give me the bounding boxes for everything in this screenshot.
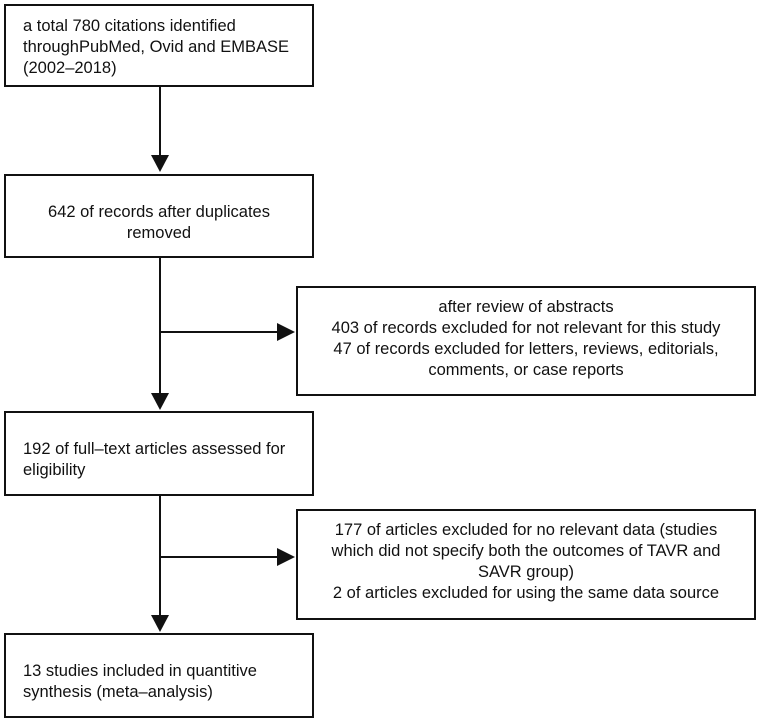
included-line-1: 13 studies included in quantitive (23, 662, 257, 680)
arrow-branch-to-fulltext-exclusions (160, 548, 295, 566)
fulltext-exclusions-line-4: 2 of articles excluded for using the sam… (332, 584, 720, 602)
identified-records-box: a total 780 citations identified through… (4, 4, 314, 87)
identified-line-3: (2002–2018) (23, 59, 117, 77)
identified-line-1: a total 780 citations identified (23, 17, 236, 35)
abstract-exclusions-line-1: after review of abstracts (438, 298, 614, 316)
assessed-line-2: eligibility (23, 461, 86, 479)
arrow-deduplicated-to-assessed (151, 258, 169, 410)
arrow-branch-to-abstract-exclusions (160, 323, 295, 341)
identified-line-2: throughPubMed, Ovid and EMBASE (23, 38, 289, 56)
fulltext-assessed-box: 192 of full–text articles assessed for e… (4, 411, 314, 496)
arrow-identified-to-deduplicated (151, 87, 169, 172)
abstract-exclusions-line-2: 403 of records excluded for not relevant… (331, 319, 721, 337)
abstract-exclusions-line-4: comments, or case reports (428, 361, 624, 379)
fulltext-exclusions-line-2: which did not specify both the outcomes … (331, 542, 721, 560)
arrow-assessed-to-included (151, 496, 169, 632)
deduplicated-line-2: removed (126, 224, 192, 242)
deduplicated-line-1: 642 of records after duplicates (48, 203, 270, 221)
fulltext-exclusions-box: 177 of articles excluded for no relevant… (296, 509, 756, 620)
fulltext-exclusions-line-3: SAVR group) (478, 563, 574, 581)
abstract-exclusions-box: after review of abstracts 403 of records… (296, 286, 756, 396)
abstract-exclusions-line-3: 47 of records excluded for letters, revi… (333, 340, 719, 358)
fulltext-exclusions-line-1: 177 of articles excluded for no relevant… (334, 521, 718, 539)
deduplicated-records-box: 642 of records after duplicates removed (4, 174, 314, 258)
included-studies-box: 13 studies included in quantitive synthe… (4, 633, 314, 718)
assessed-line-1: 192 of full–text articles assessed for (23, 440, 286, 458)
included-line-2: synthesis (meta–analysis) (23, 683, 213, 701)
